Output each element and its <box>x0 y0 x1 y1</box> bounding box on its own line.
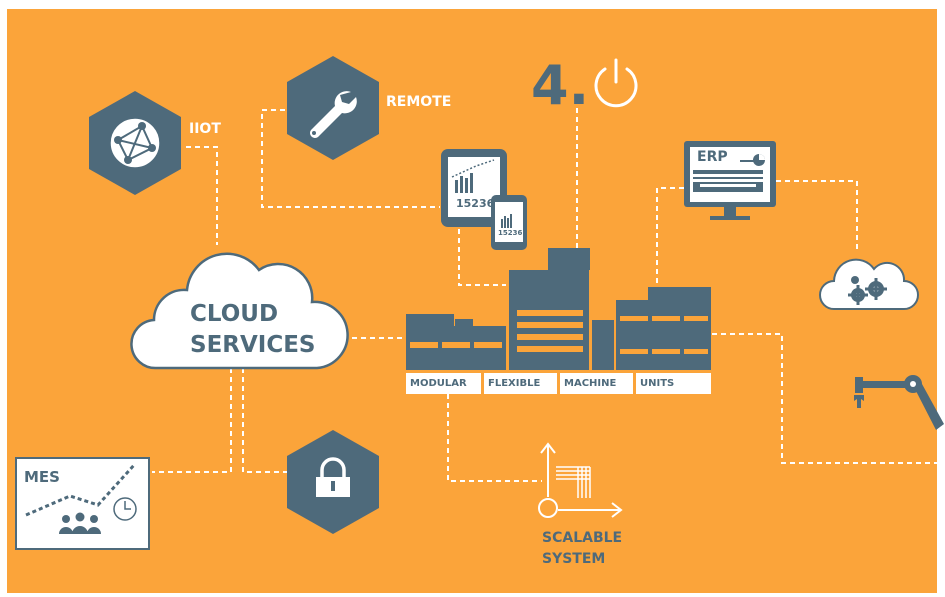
mes-label: MES <box>24 468 60 486</box>
mes-board-icon <box>15 457 150 550</box>
erp-label: ERP <box>697 149 728 165</box>
cloud-gears-icon <box>819 258 919 310</box>
robot-arm-icon <box>854 375 944 430</box>
phone-number: 15236 <box>498 229 523 237</box>
connector-tablets-factory <box>458 229 506 286</box>
connector-iiot-cloud <box>186 146 218 245</box>
cloud-icon <box>130 252 349 370</box>
connector-erp-cloudgears <box>776 180 858 250</box>
connector-remote-tablets <box>261 109 440 208</box>
connector-lines <box>152 108 937 482</box>
power-icon <box>594 58 638 108</box>
factory-icon <box>406 248 711 370</box>
cloud-label-line1: CLOUD <box>190 301 279 327</box>
tablet-chart-icon <box>441 149 507 227</box>
connector-cloud-mes <box>152 368 232 473</box>
globe-network-icon <box>110 118 160 168</box>
connector-cloud-lock <box>242 368 287 473</box>
padlock-icon <box>316 457 350 497</box>
unit-label-modular: MODULAR <box>406 373 481 394</box>
wrench-icon <box>310 91 357 139</box>
unit-label-machine: MACHINE <box>560 373 633 394</box>
remote-label: REMOTE <box>386 94 452 110</box>
erp-monitor-icon <box>684 141 776 220</box>
connector-factory-erp <box>656 187 684 283</box>
unit-label-flexible: FLEXIBLE <box>484 373 557 394</box>
connector-factory-robot <box>712 333 937 464</box>
tablet-number: 15236 <box>456 197 495 210</box>
industry-40-title: 4. <box>531 54 590 117</box>
unit-label-units: UNITS <box>636 373 711 394</box>
cloud-label-line2: SERVICES <box>190 332 316 358</box>
scalable-label-line1: SCALABLE <box>542 530 623 546</box>
scalable-label-line2: SYSTEM <box>542 551 606 567</box>
phone-chart-icon <box>491 195 527 250</box>
iiot-label: IIOT <box>189 121 221 137</box>
connector-factory-scalable <box>447 394 542 482</box>
scalable-axes-icon <box>538 442 623 518</box>
